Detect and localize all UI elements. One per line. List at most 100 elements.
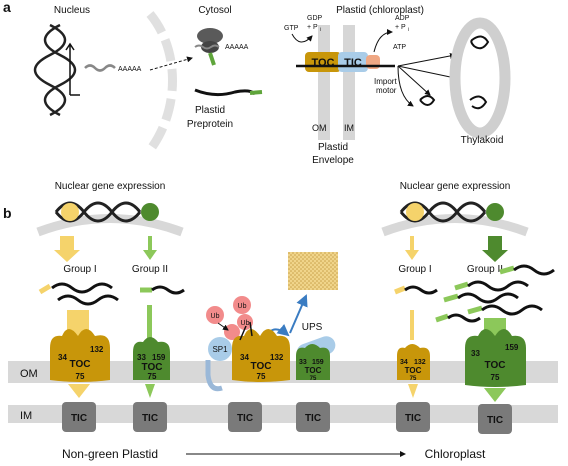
left-tic-2 xyxy=(133,402,167,432)
left-group1-down-head xyxy=(68,384,90,398)
im-label-a: IM xyxy=(344,123,354,133)
right-toc2-name: TOC xyxy=(485,360,506,371)
envelope-label-1: Plastid xyxy=(318,142,348,153)
bottom-right-label: Chloroplast xyxy=(425,447,486,461)
right-group1-label: Group I xyxy=(398,264,431,275)
import-motor-label-2: motor xyxy=(376,86,397,95)
left-tic-1-label: TIC xyxy=(71,413,87,424)
middle-toc2-159: 159 xyxy=(312,359,324,366)
sorting-arrows xyxy=(397,53,456,107)
ups-degradation-arrow xyxy=(289,294,308,334)
adp-pi-sub: i xyxy=(408,27,409,33)
thylakoid-membrane xyxy=(449,17,511,139)
right-toc-gold xyxy=(397,344,430,380)
middle-toc-name: TOC xyxy=(251,361,272,372)
nuclear-envelope xyxy=(146,11,177,153)
right-group1-down-head xyxy=(408,384,418,398)
middle-toc2-33: 33 xyxy=(299,359,307,366)
right-group1-shaft xyxy=(410,236,414,250)
preprotein-label-1: Plastid xyxy=(195,105,225,116)
right-nuclear-envelope xyxy=(381,214,529,237)
thylakoid-protein-1 xyxy=(470,35,490,50)
middle-tic-2 xyxy=(296,402,330,432)
right-group2-down-head xyxy=(484,388,506,402)
om-label-b: OM xyxy=(20,368,38,380)
gdp-pi-sub: i xyxy=(320,27,321,33)
ub-2 xyxy=(233,296,251,314)
left-group2-label: Group II xyxy=(132,264,168,275)
sp1-protein xyxy=(205,360,223,392)
sp1-head xyxy=(208,337,232,361)
middle-toc2-75: 75 xyxy=(310,376,317,382)
left-toc2-159: 159 xyxy=(152,353,166,362)
adp-label: ADP xyxy=(395,15,410,22)
middle-tic-1 xyxy=(228,402,262,432)
sp1-label: SP1 xyxy=(212,345,228,354)
thylakoid-label: Thylakoid xyxy=(461,135,504,146)
gdp-pi-label: + P xyxy=(307,24,318,31)
right-tic-1 xyxy=(396,402,430,432)
left-toc-gold xyxy=(50,329,110,382)
left-toc2-75: 75 xyxy=(148,372,157,381)
right-toc-name: TOC xyxy=(405,366,422,375)
panel-a-label: a xyxy=(3,0,11,15)
middle-toc-132: 132 xyxy=(270,353,284,362)
im-label-b: IM xyxy=(20,410,32,422)
left-preproteins xyxy=(38,282,185,306)
export-arrow xyxy=(149,56,193,71)
polya-label-2: AAAAA xyxy=(225,44,249,51)
left-toc-name: TOC xyxy=(70,359,91,370)
middle-tic-2-label: TIC xyxy=(305,413,321,424)
ub-1-label: Ub xyxy=(211,313,220,320)
middle-toc-green xyxy=(296,344,330,380)
right-tic-2-label: TIC xyxy=(487,415,503,426)
preprotein-label-2: Preprotein xyxy=(187,119,233,130)
gtp-label: GTP xyxy=(284,25,299,32)
right-tic-2 xyxy=(478,404,512,434)
nucleus-label: Nucleus xyxy=(54,5,90,16)
preprotein-chain xyxy=(194,88,257,97)
middle-toc-gold xyxy=(232,329,290,382)
right-title: Nuclear gene expression xyxy=(400,181,511,192)
right-group1-import-arrow xyxy=(410,310,414,340)
left-toc-75: 75 xyxy=(76,372,85,381)
ub-attach-arrow xyxy=(217,322,229,331)
left-nuclear-envelope xyxy=(36,214,184,237)
middle-toc-75: 75 xyxy=(257,372,266,381)
import-motor-label-1: Import xyxy=(374,77,397,86)
right-group2-head xyxy=(482,250,508,262)
atp-label: ATP xyxy=(393,44,406,51)
right-toc-132: 132 xyxy=(414,359,426,366)
left-group1-shaft xyxy=(60,236,74,250)
thylakoid-protein-2 xyxy=(469,95,488,110)
left-tic-1 xyxy=(62,402,96,432)
right-group2-shaft xyxy=(488,236,502,250)
ub-chain-link xyxy=(239,321,253,341)
right-group2-label: Group II xyxy=(467,264,503,275)
ups-label: UPS xyxy=(302,322,323,333)
envelope-label-2: Envelope xyxy=(312,155,354,166)
right-toc2-33: 33 xyxy=(471,349,480,358)
right-preproteins xyxy=(394,264,555,323)
left-group2-import-arrow xyxy=(147,305,152,340)
panel-b-label: b xyxy=(3,205,12,221)
left-tic-2-label: TIC xyxy=(142,413,158,424)
left-dna xyxy=(54,201,159,223)
atp-arrow xyxy=(373,29,393,53)
middle-toc2-name: TOC xyxy=(305,366,322,375)
right-toc-34: 34 xyxy=(400,359,408,366)
right-toc-75: 75 xyxy=(410,376,417,382)
folded-protein-icon xyxy=(419,95,436,106)
left-group1-head xyxy=(54,250,80,262)
left-toc-132: 132 xyxy=(90,345,104,354)
middle-toc-34: 34 xyxy=(240,353,249,362)
left-group2-down-head xyxy=(145,384,155,398)
left-group1-label: Group I xyxy=(63,264,96,275)
ub-1 xyxy=(206,306,224,324)
right-toc2-159: 159 xyxy=(505,343,519,352)
right-toc2-75: 75 xyxy=(491,373,500,382)
gtp-arrow xyxy=(291,33,313,43)
transit-peptide xyxy=(249,90,263,95)
ub-3-label: Ub xyxy=(241,320,250,327)
